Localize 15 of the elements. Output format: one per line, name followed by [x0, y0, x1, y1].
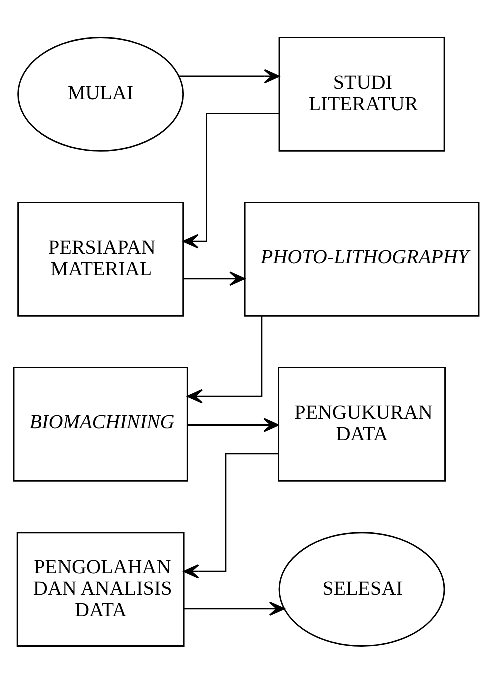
node-box: BIOMACHINING	[13, 367, 188, 482]
arrow	[184, 453, 279, 579]
node-ellipse: MULAI	[18, 37, 184, 152]
node-box: PENGUKURAN DATA	[278, 367, 446, 482]
arrow	[183, 113, 280, 249]
arrow	[184, 602, 286, 616]
arrow	[183, 272, 246, 286]
node-box: PHOTO-LITHOGRAPHY	[244, 202, 480, 317]
node-box: PERSIAPAN MATERIAL	[18, 202, 184, 317]
arrow	[188, 418, 280, 432]
node-box: PENGOLAHAN DAN ANALISIS DATA	[16, 532, 185, 647]
node-ellipse: SELESAI	[278, 532, 446, 647]
arrow	[179, 69, 280, 84]
node-box: STUDI LITERATUR	[278, 37, 446, 152]
arrow	[187, 316, 263, 404]
